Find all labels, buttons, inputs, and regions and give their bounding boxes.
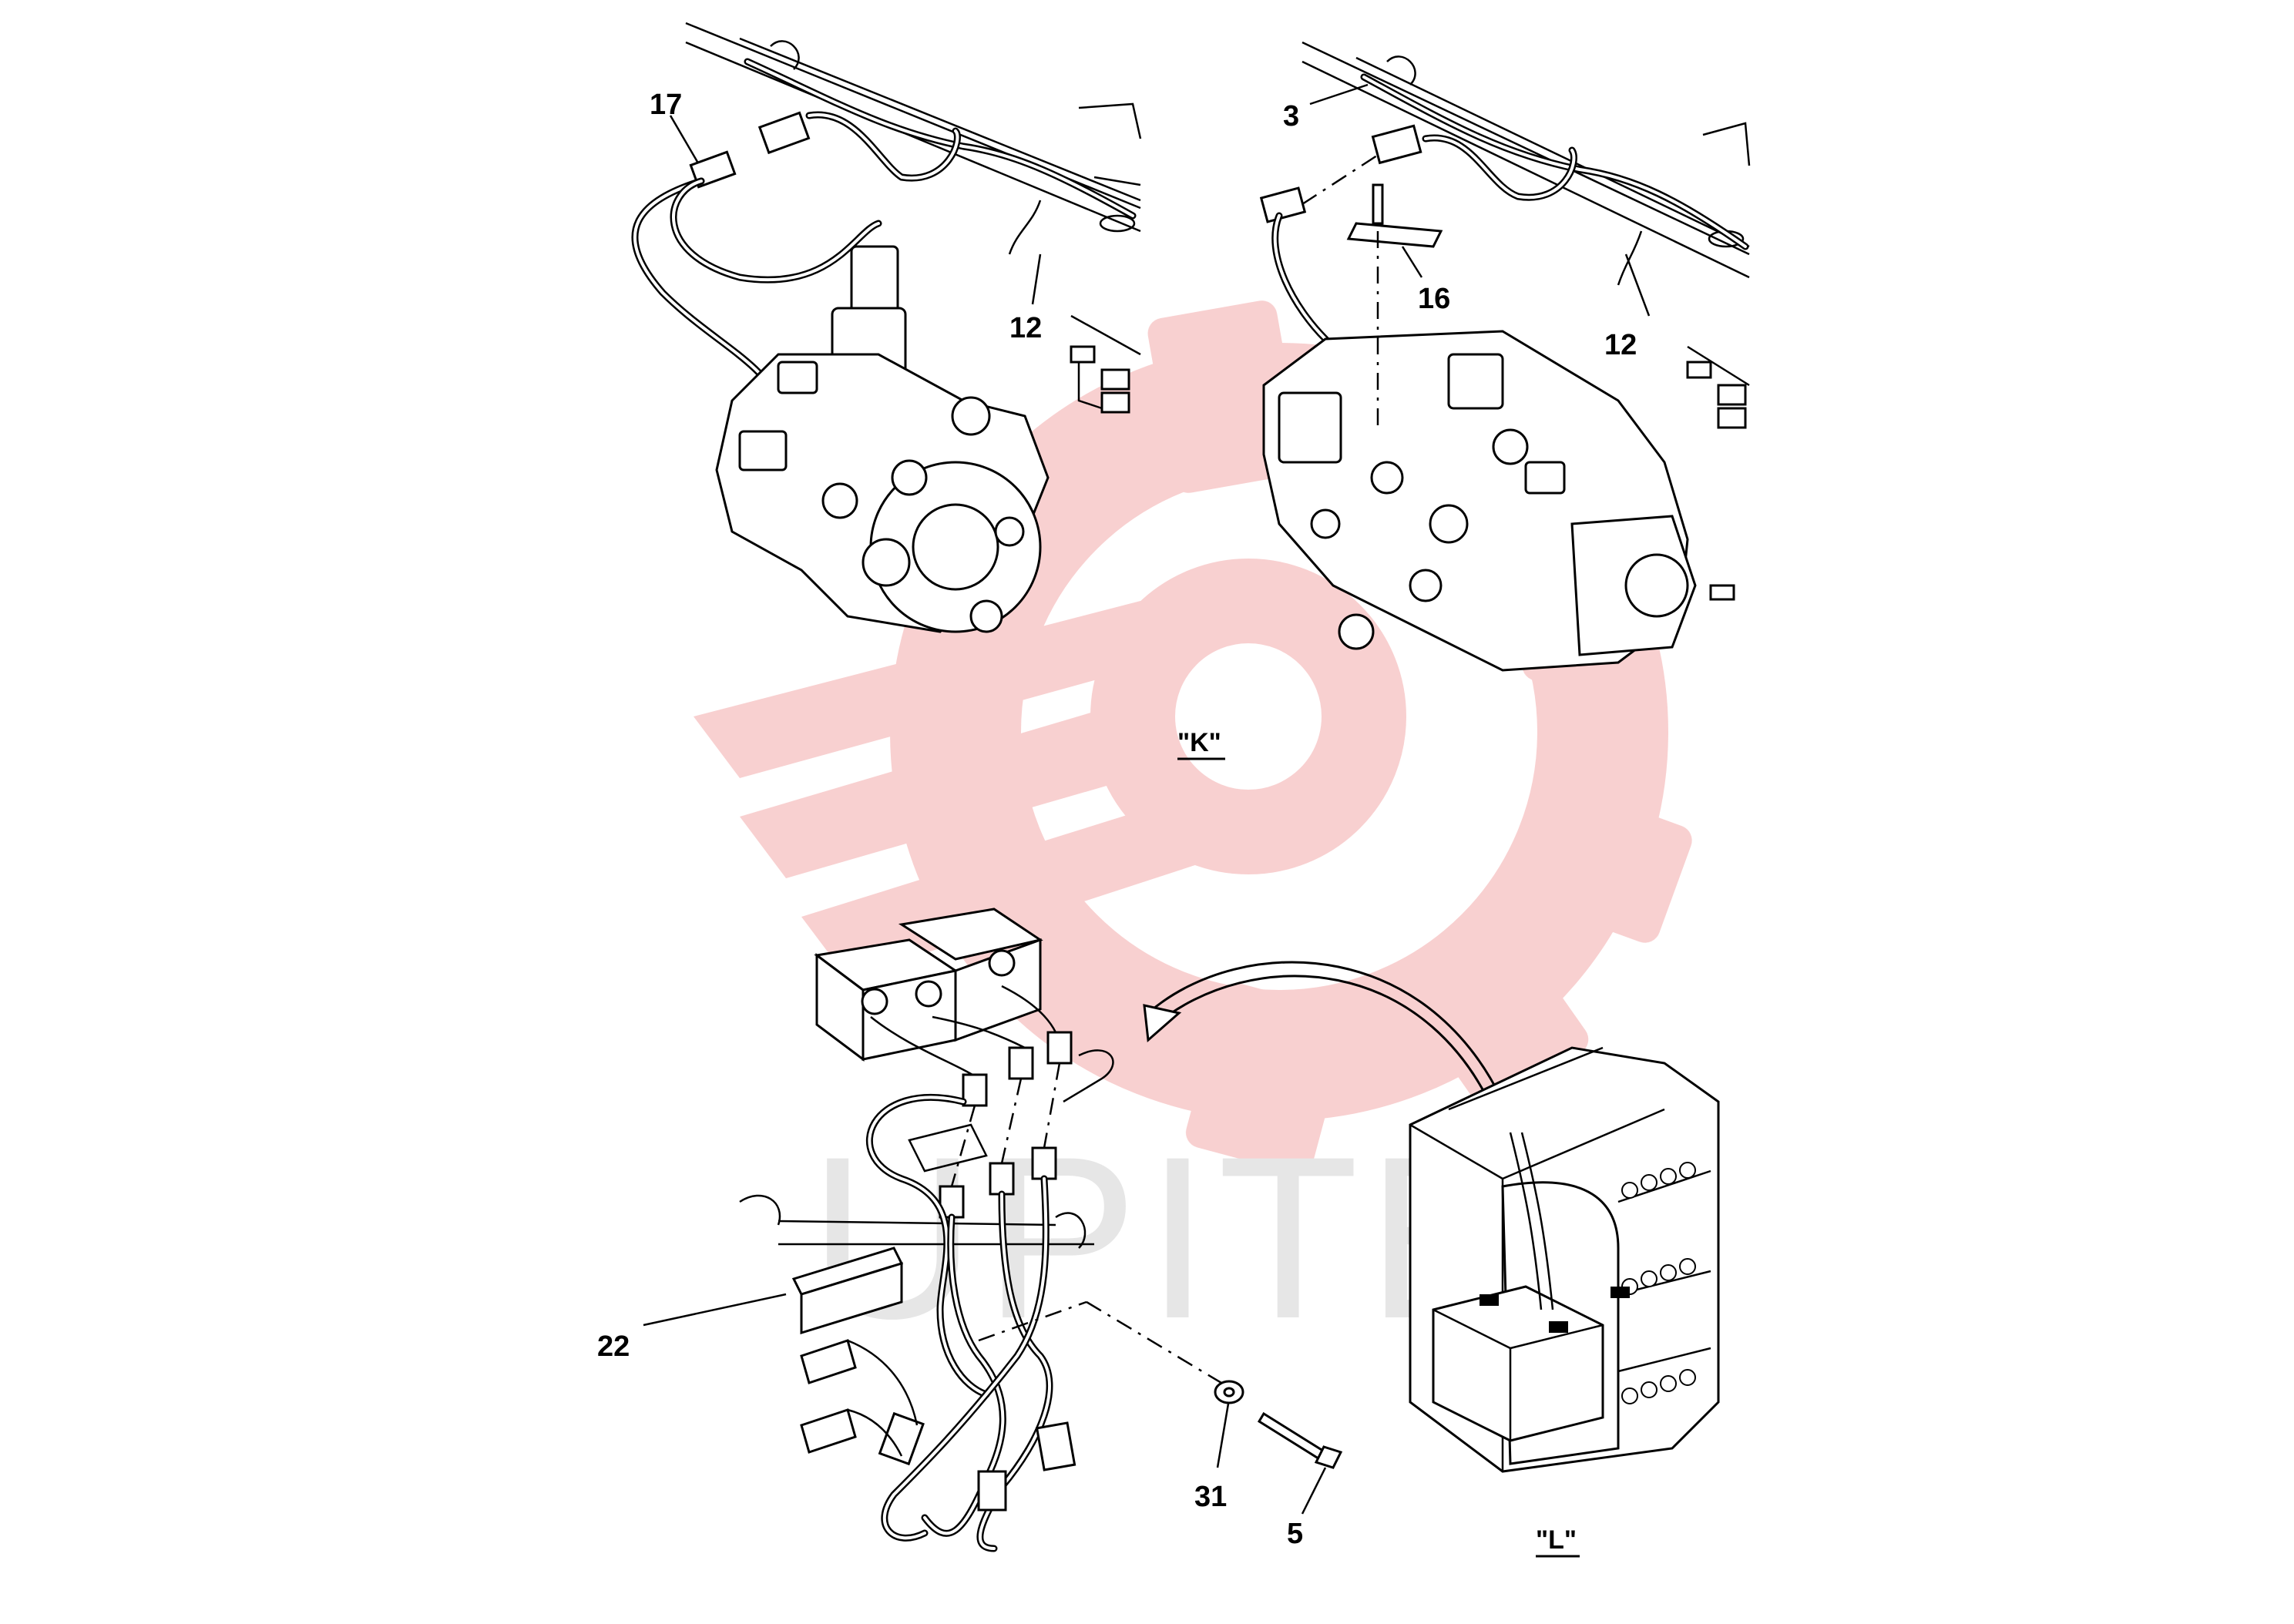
view-label-l: "L" <box>1536 1525 1577 1555</box>
battery-cabinet <box>1409 1046 1720 1473</box>
leader-12b <box>1624 253 1651 317</box>
washer-31 <box>1214 1380 1244 1404</box>
centerline-3 <box>1302 153 1380 206</box>
pump-assembly-left <box>631 22 1142 633</box>
leader-12a <box>1031 253 1042 305</box>
callout-22: 22 <box>597 1330 630 1363</box>
callout-17: 17 <box>650 89 682 121</box>
callout-3: 3 <box>1283 100 1299 133</box>
centerline-5 <box>1086 1300 1241 1396</box>
pump-assembly-right <box>1259 41 1751 672</box>
view-arrow <box>1143 961 1516 1133</box>
view-label-k: "K" <box>1177 728 1221 757</box>
callout-12b: 12 <box>1604 329 1637 361</box>
leader-5 <box>1301 1467 1327 1515</box>
leader-31 <box>1216 1403 1230 1468</box>
callout-31: 31 <box>1194 1481 1227 1513</box>
leader-17 <box>669 115 699 163</box>
bolt-5 <box>1257 1411 1343 1469</box>
leader-3 <box>1309 83 1369 106</box>
callout-16: 16 <box>1418 283 1450 315</box>
leader-16 <box>1401 246 1423 278</box>
callout-5: 5 <box>1287 1518 1303 1550</box>
callout-12a: 12 <box>1009 312 1042 344</box>
leader-22 <box>643 1293 787 1327</box>
harness-assembly <box>739 908 1114 1552</box>
